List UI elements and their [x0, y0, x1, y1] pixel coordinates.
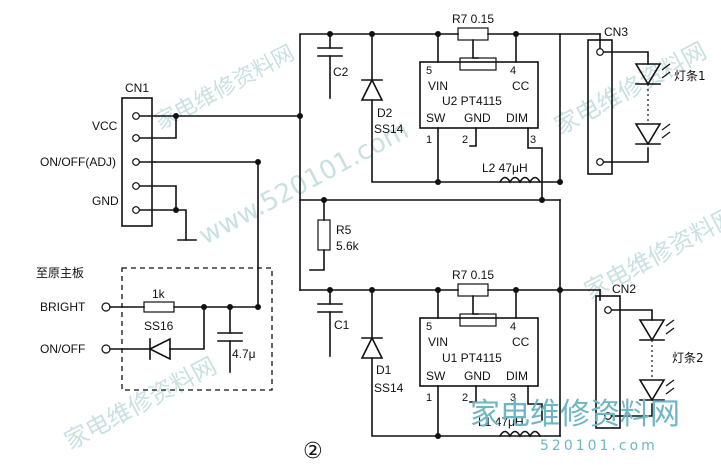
d1-label: D1 [376, 363, 392, 377]
resistor-r5 [317, 219, 331, 251]
diode-ss16 [148, 306, 205, 361]
capacitor-c2 [317, 33, 343, 99]
c1-label: C1 [334, 318, 350, 332]
l1-label: L1 47μH [478, 415, 524, 429]
resistor-r7-bottom [457, 283, 489, 297]
u1-label: U1 PT4115 [442, 351, 502, 365]
cap-4-7u-label: 4.7μ [232, 347, 256, 361]
l2-label: L2 47μH [482, 161, 528, 175]
cn1-label: CN1 [125, 81, 149, 95]
u1-pin5: 5 [426, 321, 432, 333]
onoff-adj-label: ON/OFF(ADJ) [40, 155, 116, 169]
u1-sw: SW [426, 369, 446, 383]
connector-cn3: CN3 [587, 25, 649, 175]
r5-value: 5.6k [336, 239, 360, 253]
resistor-1k [143, 301, 175, 313]
bright-label: BRIGHT [40, 300, 86, 314]
cn3-label: CN3 [604, 25, 628, 39]
resistor-r7-top [457, 27, 489, 41]
led-bar2-label: 灯条2 [672, 351, 704, 365]
u1-vin: VIN [428, 335, 448, 349]
cn2-label: CN2 [612, 282, 636, 296]
u2-gnd: GND [464, 111, 491, 125]
capacitor-c1 [317, 289, 343, 357]
u1-pin1: 1 [426, 392, 432, 404]
inductor-l1 [498, 430, 542, 438]
u2-pin4: 4 [510, 65, 516, 77]
u2-dim: DIM [506, 111, 528, 125]
resistor-1k-label: 1k [152, 287, 166, 301]
u1-cc: CC [512, 335, 530, 349]
c2-label: C2 [333, 65, 349, 79]
u2-cc: CC [512, 79, 530, 93]
to-main-board-label: 至原主板 [36, 266, 84, 280]
watermark-text: 家电维修资料网 [580, 202, 721, 306]
watermark-text: 家电维修资料网 [151, 41, 299, 135]
watermark-logo-text: 家电维修资料网 [470, 397, 680, 432]
u1-dim: DIM [506, 369, 528, 383]
capacitor-4-7u [217, 306, 243, 373]
u1-pin3: 3 [510, 392, 516, 404]
connector-cn2: CN2 [595, 282, 653, 429]
ic-u2 [419, 61, 539, 129]
u1-pin2: 2 [462, 392, 468, 404]
d2-part-label: SS14 [374, 122, 404, 136]
led-string-2 [638, 319, 675, 402]
u2-pin3: 3 [530, 134, 536, 146]
gnd-label: GND [92, 194, 119, 208]
connector-cn1: CN1 [121, 81, 177, 227]
inductor-l2 [498, 176, 542, 184]
onoff-label: ON/OFF [40, 342, 85, 356]
ss16-label: SS16 [144, 319, 174, 333]
watermark-logo-url: 520101.com [540, 438, 658, 454]
d2-label: D2 [377, 106, 393, 120]
watermark-logo: 家电维修资料网 520101.com [470, 397, 680, 454]
u1-gnd: GND [464, 369, 491, 383]
d1-part-label: SS14 [374, 381, 404, 395]
led-bar1-label: 灯条1 [674, 69, 706, 83]
ic-u1 [419, 317, 539, 387]
u2-pin5: 5 [426, 65, 432, 77]
r5-label: R5 [336, 223, 352, 237]
u2-pin2: 2 [462, 134, 468, 146]
watermark-text: 家电维修资料网 [60, 352, 221, 456]
u2-vin: VIN [428, 79, 448, 93]
u2-label: U2 PT4115 [442, 94, 502, 108]
figure-number: ② [303, 439, 323, 464]
led-string-1 [634, 63, 671, 146]
u2-sw: SW [426, 111, 446, 125]
vcc-label: VCC [92, 119, 118, 133]
u2-pin1: 1 [426, 134, 432, 146]
diode-d2 [360, 33, 561, 183]
r7-bottom-label: R7 0.15 [452, 268, 494, 282]
r7-top-label: R7 0.15 [452, 12, 494, 26]
diode-d1 [360, 289, 561, 437]
u1-pin4: 4 [510, 321, 516, 333]
main-board-boundary [121, 267, 273, 391]
